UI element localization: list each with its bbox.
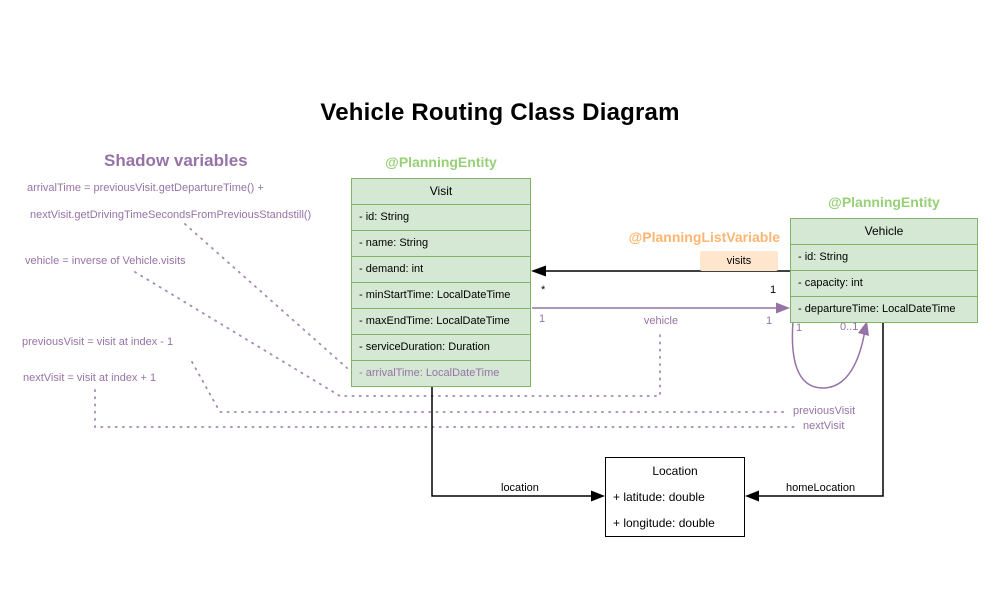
shadow-note-vehicle: vehicle = inverse of Vehicle.visits (25, 255, 186, 267)
shadow-note-previousvisit: previousVisit = visit at index - 1 (22, 336, 174, 348)
visit-attribute: - name: String (352, 230, 530, 256)
vehicle-attribute: - capacity: int (791, 270, 977, 296)
vehicle-edge-label: vehicle (643, 315, 679, 327)
visit-attribute: - serviceDuration: Duration (352, 334, 530, 360)
dotted-nextvisit-connector (94, 389, 799, 428)
vehicle-class-name: Vehicle (864, 224, 904, 238)
vehicle-association-edge (532, 302, 790, 314)
shadow-note-arrivaltime-2: nextVisit.getDrivingTimeSecondsFromPrevi… (30, 209, 312, 221)
visit-attribute: - minStartTime: LocalDateTime (352, 282, 530, 308)
diagram-title: Vehicle Routing Class Diagram (320, 99, 680, 126)
previousvisit-edge-label: previousVisit (793, 405, 856, 417)
vehicle-attribute: - departureTime: LocalDateTime (791, 296, 977, 322)
vehicle-attribute: - id: String (791, 244, 977, 270)
self-loop-multiplicity-one: 1 (796, 322, 803, 334)
visit-class-shape: Visit - id: String - name: String - dema… (351, 178, 531, 387)
planning-list-variable-annotation: @PlanningListVariable (628, 229, 780, 245)
visit-attribute: - maxEndTime: LocalDateTime (352, 308, 530, 334)
location-attribute: + latitude: double (613, 490, 705, 504)
location-edge-label: location (501, 482, 539, 494)
visits-edge-label: visits (700, 251, 778, 271)
shadow-variables-heading: Shadow variables (104, 151, 248, 170)
location-class-shape: Location + latitude: double + longitude:… (605, 457, 745, 537)
location-class-name: Location (652, 464, 698, 478)
visit-attribute: - demand: int (352, 256, 530, 282)
visit-attribute: - id: String (352, 204, 530, 230)
dotted-arrivaltime-connector (184, 223, 348, 369)
self-loop-multiplicity-zero-one: 0..1 (840, 321, 859, 333)
visit-class-name: Visit (429, 184, 453, 198)
shadow-note-arrivaltime-1: arrivalTime = previousVisit.getDeparture… (27, 182, 264, 194)
vehicle-class-shape: Vehicle - id: String - capacity: int - d… (790, 218, 978, 323)
visits-multiplicity-one: 1 (770, 284, 777, 296)
nextvisit-edge-label: nextVisit (803, 420, 845, 432)
location-attribute: + longitude: double (613, 516, 715, 530)
visit-attribute-arrivaltime: - arrivalTime: LocalDateTime (352, 360, 530, 386)
visits-multiplicity-star: * (541, 284, 546, 296)
visit-planning-entity-annotation: @PlanningEntity (385, 154, 497, 170)
vehicle-multiplicity-right: 1 (766, 315, 773, 327)
shadow-note-nextvisit: nextVisit = visit at index + 1 (23, 372, 157, 384)
homelocation-edge-label: homeLocation (786, 482, 856, 494)
vehicle-multiplicity-left: 1 (539, 313, 546, 325)
vehicle-planning-entity-annotation: @PlanningEntity (828, 194, 940, 210)
